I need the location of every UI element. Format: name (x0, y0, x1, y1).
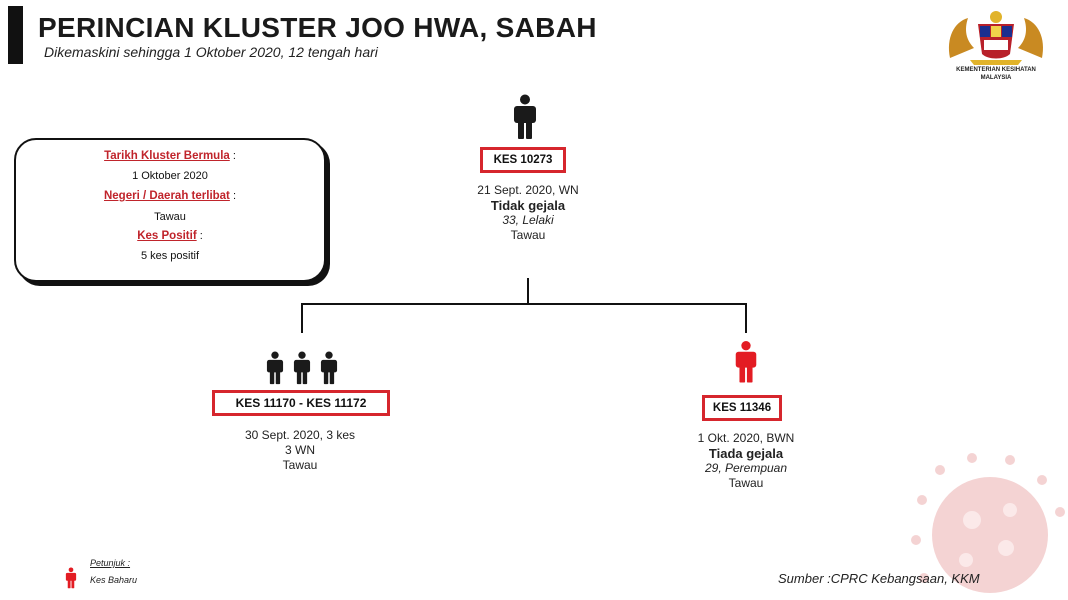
person-icon-root (514, 94, 536, 139)
case-details-right: 1 Okt. 2020, BWN Tiada gejala 29, Peremp… (626, 431, 866, 491)
page-title: PERINCIAN KLUSTER JOO HWA, SABAH (38, 12, 597, 43)
logo-caption-line2: MALAYSIA (980, 75, 1012, 81)
state-value: Tawau (154, 211, 186, 223)
logo-caption-line1: KEMENTERIAN KESIHATAN (956, 67, 1036, 73)
person-icon-right-new (735, 341, 757, 383)
case-date-left: 30 Sept. 2020, 3 kes (244, 428, 356, 442)
start-date-label: Tarikh Kluster Bermula (104, 150, 230, 162)
case-location-right: Tawau (728, 476, 764, 490)
case-age-gender-right: 29, Perempuan (704, 461, 788, 475)
case-date-right: 1 Okt. 2020, BWN (697, 431, 795, 445)
case-box-right: KES 11346 (702, 395, 782, 421)
start-date-label-row: Tarikh Kluster Bermula : (104, 150, 236, 162)
virus-watermark-icon (911, 453, 1065, 593)
legend-person-icon (65, 567, 77, 589)
case-age-gender-root: 33, Lelaki (502, 213, 554, 227)
cluster-info-box: Tarikh Kluster Bermula : 1 Oktober 2020 … (14, 138, 326, 282)
tree-line-trunk (527, 278, 529, 304)
case-details-left: 30 Sept. 2020, 3 kes 3 WN Tawau (180, 428, 420, 473)
tree-line-horizontal (301, 303, 747, 305)
case-nationality-left: 3 WN (285, 443, 315, 457)
ministry-logo: KEMENTERIAN KESIHATAN MALAYSIA (944, 8, 1048, 88)
case-details-root: 21 Sept. 2020, WN Tidak gejala 33, Lelak… (410, 183, 646, 243)
case-box-root: KES 10273 (480, 147, 566, 173)
person-icon-left-2 (293, 351, 311, 385)
case-box-left: KES 11170 - KES 11172 (212, 390, 390, 416)
state-label-row: Negeri / Daerah terlibat : (103, 190, 237, 202)
case-location-left: Tawau (282, 458, 318, 472)
positive-label: Kes Positif (137, 230, 197, 242)
tree-line-left (301, 303, 303, 333)
tree-line-right (745, 303, 747, 333)
page-subtitle: Dikemaskini sehingga 1 Oktober 2020, 12 … (44, 44, 378, 60)
source-credit: Sumber :CPRC Kebangsaan, KKM (778, 571, 980, 586)
case-location-root: Tawau (510, 228, 546, 242)
legend-title: Petunjuk : (90, 558, 131, 568)
case-symptom-right: Tiada gejala (708, 446, 784, 461)
coat-of-arms-icon (948, 11, 1044, 65)
start-date-value: 1 Oktober 2020 (132, 170, 208, 182)
case-symptom-root: Tidak gejala (490, 198, 566, 213)
state-label: Negeri / Daerah terlibat (103, 190, 230, 202)
positive-value: 5 kes positif (140, 250, 200, 262)
legend-label: Kes Baharu (90, 575, 138, 585)
case-date-root: 21 Sept. 2020, WN (477, 183, 579, 197)
title-accent-bar (8, 6, 23, 64)
person-icon-left-3 (320, 351, 338, 385)
logo-caption: KEMENTERIAN KESIHATAN MALAYSIA (944, 66, 1048, 82)
positive-label-row: Kes Positif : (137, 230, 203, 242)
person-icon-left-1 (266, 351, 284, 385)
